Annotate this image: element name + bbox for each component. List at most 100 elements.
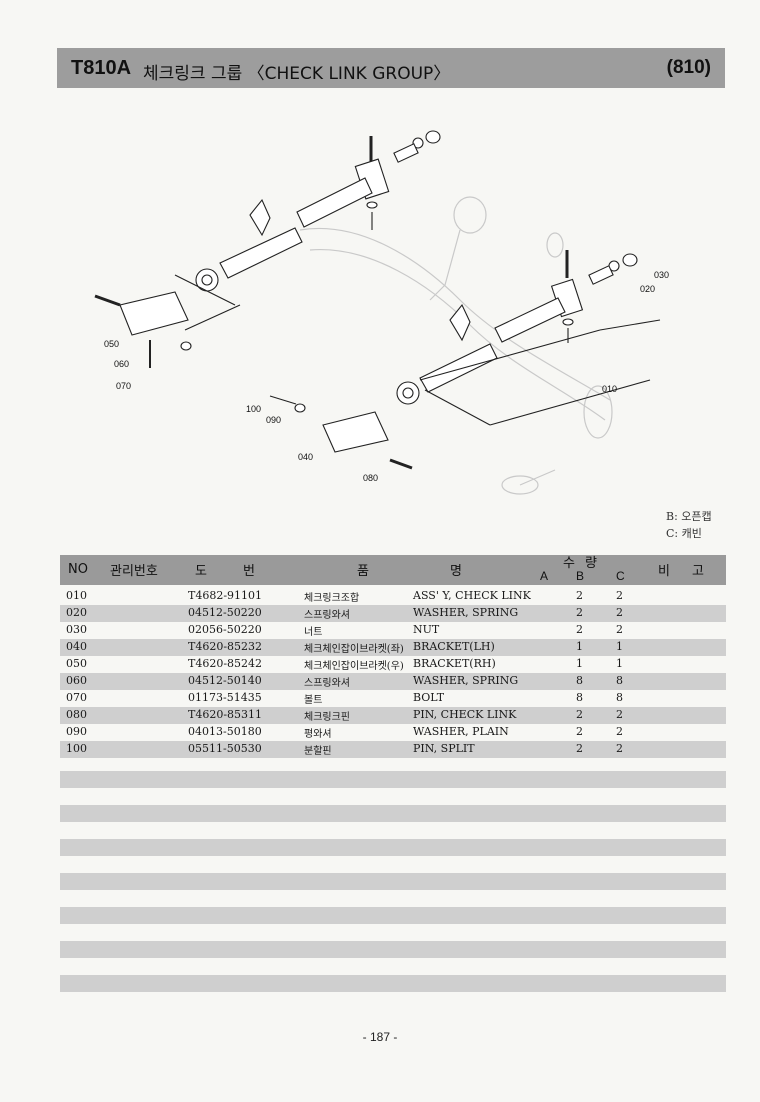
cell-qty-c: 2 <box>616 606 623 619</box>
table-row: 010 T4682-91101 체크링크조합 ASS' Y, CHECK LIN… <box>60 588 726 605</box>
legend-open-cab: B: 오픈캡 <box>666 510 712 523</box>
empty-row-band <box>60 873 726 890</box>
cell-qty-b: 2 <box>576 589 583 602</box>
cell-qty-b: 2 <box>576 708 583 721</box>
cell-qty-b: 2 <box>576 606 583 619</box>
empty-row-band <box>60 941 726 958</box>
callout-020: 020 <box>640 284 655 294</box>
variant-legend: B: 오픈캡 C: 캐빈 <box>666 508 712 542</box>
page-number: - 187 - <box>362 1030 398 1044</box>
cell-name-en: PIN, CHECK LINK <box>413 708 517 721</box>
cell-qty-c: 8 <box>616 674 623 687</box>
header-part-name-2: 명 <box>450 564 462 579</box>
header-mgmt-no: 관리번호 <box>110 564 158 579</box>
table-row: 060 04512-50140 스프링와셔 WASHER, SPRING 8 8 <box>60 673 726 690</box>
parts-table-body: 010 T4682-91101 체크링크조합 ASS' Y, CHECK LIN… <box>60 588 726 758</box>
cell-part-number: 01173-51435 <box>188 691 262 704</box>
header-qty-a: A <box>540 569 549 583</box>
lower-check-link <box>269 250 661 470</box>
cell-part-number: T4682-91101 <box>188 589 263 602</box>
table-row: 040 T4620-85232 체크체인잡이브라켓(좌) BRACKET(LH)… <box>60 639 726 656</box>
header-part-number-1: 도 <box>195 564 207 579</box>
cell-no: 100 <box>66 742 87 755</box>
table-row: 050 T4620-85242 체크체인잡이브라켓(우) BRACKET(RH)… <box>60 656 726 673</box>
cell-name-kr: 체크링크조합 <box>304 593 360 604</box>
cell-qty-c: 2 <box>616 589 623 602</box>
callout-060: 060 <box>114 359 129 369</box>
cell-no: 080 <box>66 708 87 721</box>
table-row: 080 T4620-85311 체크링크핀 PIN, CHECK LINK 2 … <box>60 707 726 724</box>
section-number: (810) <box>666 57 711 78</box>
callout-070: 070 <box>116 381 131 391</box>
cell-no: 070 <box>66 691 87 704</box>
cell-name-en: NUT <box>413 623 440 636</box>
cell-name-en: PIN, SPLIT <box>413 742 475 755</box>
cell-part-number: T4620-85232 <box>188 640 263 653</box>
cell-name-kr: 분할핀 <box>304 746 332 757</box>
cell-name-kr: 스프링와셔 <box>304 678 350 689</box>
table-row: 100 05511-50530 분할핀 PIN, SPLIT 2 2 <box>60 741 726 758</box>
cell-qty-b: 1 <box>576 657 583 670</box>
cell-name-kr: 너트 <box>304 627 323 638</box>
cell-name-kr: 체크링크핀 <box>304 712 350 723</box>
page-header: T810A 체크링크 그룹 〈CHECK LINK GROUP〉 (810) <box>57 48 725 88</box>
callout-090: 090 <box>266 415 281 425</box>
header-part-name-1: 품 <box>357 564 369 579</box>
cell-name-en: BRACKET(RH) <box>413 657 496 670</box>
empty-row-band <box>60 907 726 924</box>
header-remarks-2: 고 <box>692 564 704 579</box>
cell-no: 060 <box>66 674 87 687</box>
callout-050: 050 <box>104 339 119 349</box>
cell-name-en: WASHER, SPRING <box>413 674 519 687</box>
header-qty-b: B <box>576 569 585 583</box>
header-no: NO <box>68 562 88 577</box>
callout-040: 040 <box>298 452 313 462</box>
legend-cabin: C: 캐빈 <box>666 527 702 540</box>
empty-row-band <box>60 771 726 788</box>
cell-qty-b: 2 <box>576 742 583 755</box>
cell-qty-b: 1 <box>576 640 583 653</box>
cell-name-en: WASHER, PLAIN <box>413 725 509 738</box>
cell-part-number: 04013-50180 <box>188 725 262 738</box>
group-code: T810A <box>71 57 132 79</box>
cell-part-number: T4620-85242 <box>188 657 263 670</box>
table-row: 090 04013-50180 평와셔 WASHER, PLAIN 2 2 <box>60 724 726 741</box>
cell-part-number: 02056-50220 <box>188 623 262 636</box>
background-tractor-sketch <box>299 196 613 495</box>
header-qty-2: 량 <box>585 556 597 571</box>
part-callouts: 030 020 050 060 070 010 100 090 040 080 <box>104 270 669 483</box>
cell-qty-b: 2 <box>576 623 583 636</box>
cell-no: 010 <box>66 589 87 602</box>
cell-name-en: ASS' Y, CHECK LINK <box>413 589 531 602</box>
cell-part-number: 04512-50220 <box>188 606 262 619</box>
cell-name-kr: 볼트 <box>304 695 323 706</box>
cell-no: 050 <box>66 657 87 670</box>
cell-qty-b: 2 <box>576 725 583 738</box>
cell-name-en: WASHER, SPRING <box>413 606 519 619</box>
cell-name-en: BOLT <box>413 691 445 704</box>
cell-name-kr: 평와셔 <box>304 729 332 740</box>
empty-row-band <box>60 839 726 856</box>
cell-part-number: T4620-85311 <box>188 708 263 721</box>
cell-part-number: 05511-50530 <box>188 742 262 755</box>
cell-qty-c: 2 <box>616 623 623 636</box>
cell-qty-c: 1 <box>616 657 623 670</box>
cell-name-kr: 체크체인잡이브라켓(좌) <box>304 644 404 655</box>
callout-030: 030 <box>654 270 669 280</box>
cell-no: 020 <box>66 606 87 619</box>
group-title: 체크링크 그룹 〈CHECK LINK GROUP〉 <box>143 64 451 84</box>
cell-qty-c: 2 <box>616 742 623 755</box>
cell-part-number: 04512-50140 <box>188 674 262 687</box>
exploded-parts-diagram: 030 020 050 060 070 010 100 090 040 080 <box>94 130 669 495</box>
cell-qty-c: 8 <box>616 691 623 704</box>
cell-no: 030 <box>66 623 87 636</box>
header-qty-c: C <box>616 569 625 583</box>
header-part-number-2: 번 <box>243 564 255 579</box>
callout-010: 010 <box>602 384 617 394</box>
empty-row-band <box>60 805 726 822</box>
cell-qty-c: 2 <box>616 708 623 721</box>
callout-100: 100 <box>246 404 261 414</box>
header-remarks-1: 비 <box>658 564 670 579</box>
cell-name-kr: 스프링와셔 <box>304 610 350 621</box>
cell-qty-c: 1 <box>616 640 623 653</box>
